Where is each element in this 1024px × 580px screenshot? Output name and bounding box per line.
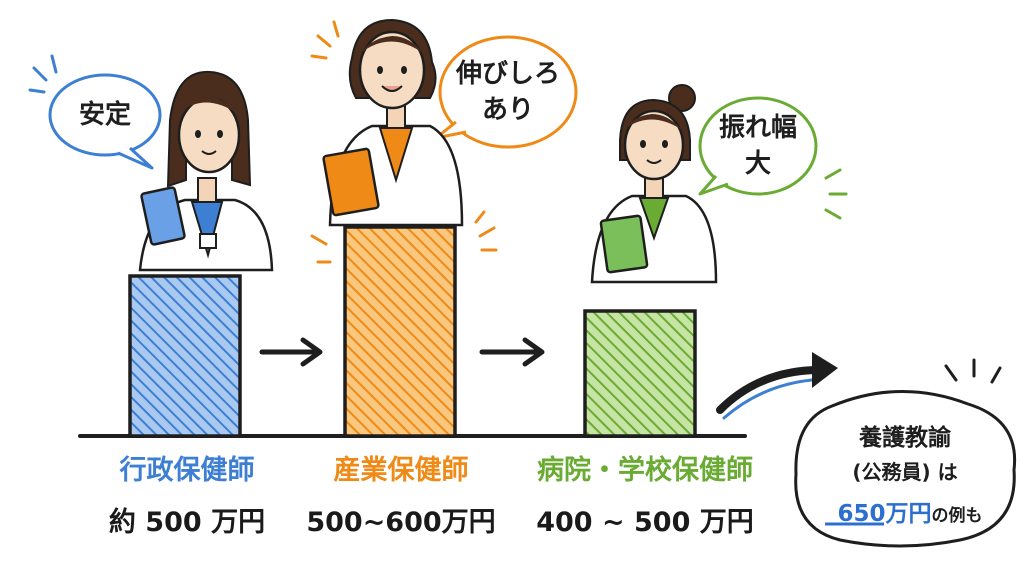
note-rest: の例も: [931, 506, 983, 526]
category-label-hospital: 病院・学校保健師: [537, 455, 753, 486]
category-label-admin: 行政保健師: [119, 455, 255, 486]
bubble-text-admin: 安定: [78, 100, 131, 130]
curved-arrow-icon: [716, 352, 838, 420]
nurse-figure-admin: [138, 70, 274, 272]
note-line-3: 650万円の例も: [810, 494, 1010, 528]
note-cloud: [794, 390, 1017, 548]
note-highlight: 650万円: [837, 501, 932, 527]
note-line-1: 養護教諭: [859, 425, 951, 451]
nurse-figure-industry: [322, 18, 464, 227]
sparkle-icon: [310, 20, 498, 264]
speech-bubble-admin: [48, 73, 162, 170]
bar-industry: [343, 225, 457, 438]
bubble-text-industry: 伸びしろ あり: [455, 59, 560, 125]
sparkle-icon: [824, 168, 848, 220]
salary-label-industry: 500~600万円: [306, 507, 496, 538]
speech-bubble-industry: [434, 35, 578, 149]
bubble-text-hospital: 振れ幅 大: [718, 113, 797, 179]
bar-admin: [128, 274, 242, 438]
category-label-industry: 産業保健師: [333, 455, 469, 486]
note-line-2: (公務員) は: [852, 460, 958, 484]
salary-label-admin: 約 500 万円: [108, 507, 266, 538]
sparkle-icon: [944, 358, 1002, 384]
salary-label-hospital: 400 ~ 500 万円: [536, 507, 754, 538]
speech-bubble-hospital: [698, 96, 818, 196]
nurse-figure-hospital: [590, 84, 718, 284]
arrow-right-icon: [259, 337, 323, 367]
arrow-right-icon: [479, 337, 545, 367]
sparkle-icon: [28, 54, 58, 94]
bar-hospital: [583, 309, 697, 438]
